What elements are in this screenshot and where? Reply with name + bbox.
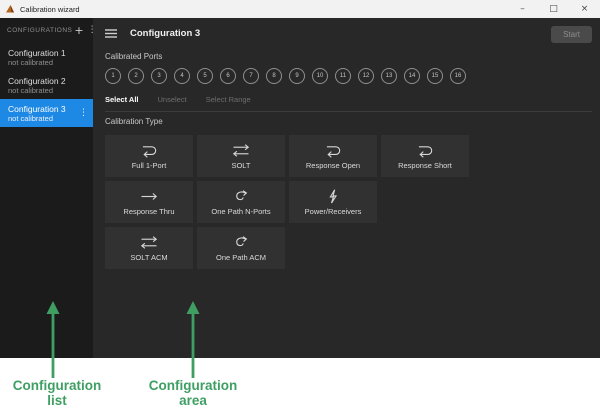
calibration-type-solt-acm[interactable]: SOLT ACM xyxy=(105,227,193,269)
right-arrow-icon xyxy=(141,192,158,200)
double-arrow-icon xyxy=(232,143,250,157)
select-range-button[interactable]: Select Range xyxy=(205,95,251,104)
double-arrow-icon xyxy=(140,235,158,249)
maximize-button[interactable]: □ xyxy=(549,4,558,14)
sidebar-item-configuration-1[interactable]: Configuration 1 not calibrated xyxy=(0,43,93,71)
calibration-type-one-path-n-ports[interactable]: One Path N-Ports xyxy=(197,181,285,223)
app-window: Calibration wizard – □ × CONFIGURATIONS … xyxy=(0,0,600,358)
item-overflow-icon[interactable]: ⋮ xyxy=(79,108,88,118)
calibration-type-label-text: One Path ACM xyxy=(215,252,267,262)
port-1[interactable]: 1 xyxy=(105,68,121,84)
configuration-name: Configuration 2 xyxy=(8,76,66,86)
selection-actions: Select All Unselect Select Range xyxy=(105,95,600,104)
section-divider xyxy=(105,111,592,112)
port-12[interactable]: 12 xyxy=(358,68,374,84)
close-button[interactable]: × xyxy=(580,4,589,14)
port-2[interactable]: 2 xyxy=(128,68,144,84)
add-configuration-icon[interactable]: + xyxy=(74,24,84,37)
annotation-line: Configuration xyxy=(12,378,102,393)
calibration-type-label-text: Power/Receivers xyxy=(304,206,362,216)
calibrated-ports-label: Calibrated Ports xyxy=(105,52,163,61)
minimize-button[interactable]: – xyxy=(520,4,525,14)
calibration-type-power-receivers[interactable]: Power/Receivers xyxy=(289,181,377,223)
port-16[interactable]: 16 xyxy=(450,68,466,84)
configurations-heading: CONFIGURATIONS xyxy=(7,27,73,34)
start-button[interactable]: Start xyxy=(551,26,592,43)
calibration-type-label-text: SOLT xyxy=(231,160,251,170)
configuration-status: not calibrated xyxy=(8,114,54,123)
app-logo-icon xyxy=(6,5,14,13)
configuration-area: Configuration 3 Start Calibrated Ports 1… xyxy=(93,18,600,358)
annotation-label-configuration-list: Configuration list xyxy=(0,378,114,408)
annotation-line: area xyxy=(179,393,207,408)
annotation-arrow-configuration-area xyxy=(186,301,200,378)
port-7[interactable]: 7 xyxy=(243,68,259,84)
port-10[interactable]: 10 xyxy=(312,68,328,84)
select-all-button[interactable]: Select All xyxy=(105,95,139,104)
configuration-name: Configuration 3 xyxy=(8,104,66,114)
page-title: Configuration 3 xyxy=(130,27,201,39)
hamburger-menu-icon[interactable] xyxy=(105,28,117,38)
calibration-type-response-open[interactable]: Response Open xyxy=(289,135,377,177)
port-15[interactable]: 15 xyxy=(427,68,443,84)
annotation-label-configuration-area: Configuration area xyxy=(136,378,250,408)
port-11[interactable]: 11 xyxy=(335,68,351,84)
calibration-type-label-text: One Path N-Ports xyxy=(211,206,271,216)
calibration-type-label: Calibration Type xyxy=(105,117,163,126)
sidebar-item-configuration-2[interactable]: Configuration 2 not calibrated xyxy=(0,71,93,99)
configuration-status: not calibrated xyxy=(8,58,54,67)
sidebar-item-configuration-3[interactable]: Configuration 3 not calibrated ⋮ xyxy=(0,99,93,127)
calibration-type-label-text: SOLT ACM xyxy=(130,252,168,262)
return-arrow-icon xyxy=(326,145,341,158)
port-3[interactable]: 3 xyxy=(151,68,167,84)
port-6[interactable]: 6 xyxy=(220,68,236,84)
port-5[interactable]: 5 xyxy=(197,68,213,84)
unselect-button[interactable]: Unselect xyxy=(157,95,187,104)
calibration-type-label-text: Response Short xyxy=(398,160,452,170)
return-arrow-icon xyxy=(142,145,157,158)
window-controls: – □ × xyxy=(507,0,600,18)
port-4[interactable]: 4 xyxy=(174,68,190,84)
calibration-type-label-text: Full 1-Port xyxy=(131,160,167,170)
main-header: Configuration 3 Start xyxy=(105,18,600,48)
return-arrow-icon xyxy=(418,145,433,158)
calibration-type-response-thru[interactable]: Response Thru xyxy=(105,181,193,223)
window-title: Calibration wizard xyxy=(20,4,80,14)
annotation-arrow-configuration-list xyxy=(46,301,60,378)
one-path-arrow-icon xyxy=(236,235,248,246)
port-13[interactable]: 13 xyxy=(381,68,397,84)
annotation-line: Configuration xyxy=(148,378,238,393)
ports-row: 1 2 3 4 5 6 7 8 9 10 11 12 13 14 15 16 xyxy=(105,68,600,84)
configuration-status: not calibrated xyxy=(8,86,54,95)
one-path-arrow-icon xyxy=(236,189,248,200)
configuration-list-sidebar: CONFIGURATIONS + ⋮ Configuration 1 not c… xyxy=(0,18,97,358)
sidebar-header: CONFIGURATIONS + ⋮ xyxy=(0,18,97,43)
port-9[interactable]: 9 xyxy=(289,68,305,84)
calibration-type-response-short[interactable]: Response Short xyxy=(381,135,469,177)
calibration-type-solt[interactable]: SOLT xyxy=(197,135,285,177)
configuration-name: Configuration 1 xyxy=(8,48,66,58)
port-8[interactable]: 8 xyxy=(266,68,282,84)
calibration-type-label-text: Response Thru xyxy=(123,206,175,216)
calibration-type-full-1-port[interactable]: Full 1-Port xyxy=(105,135,193,177)
port-14[interactable]: 14 xyxy=(404,68,420,84)
calibration-type-label-text: Response Open xyxy=(305,160,361,170)
calibration-type-one-path-acm[interactable]: One Path ACM xyxy=(197,227,285,269)
annotation-line: list xyxy=(47,393,67,408)
calibration-type-grid: Full 1-Port SOLT Response Open xyxy=(105,135,600,269)
sidebar-overflow-icon[interactable]: ⋮ xyxy=(86,26,99,35)
titlebar: Calibration wizard – □ × xyxy=(0,0,600,18)
lightning-icon xyxy=(329,188,338,203)
